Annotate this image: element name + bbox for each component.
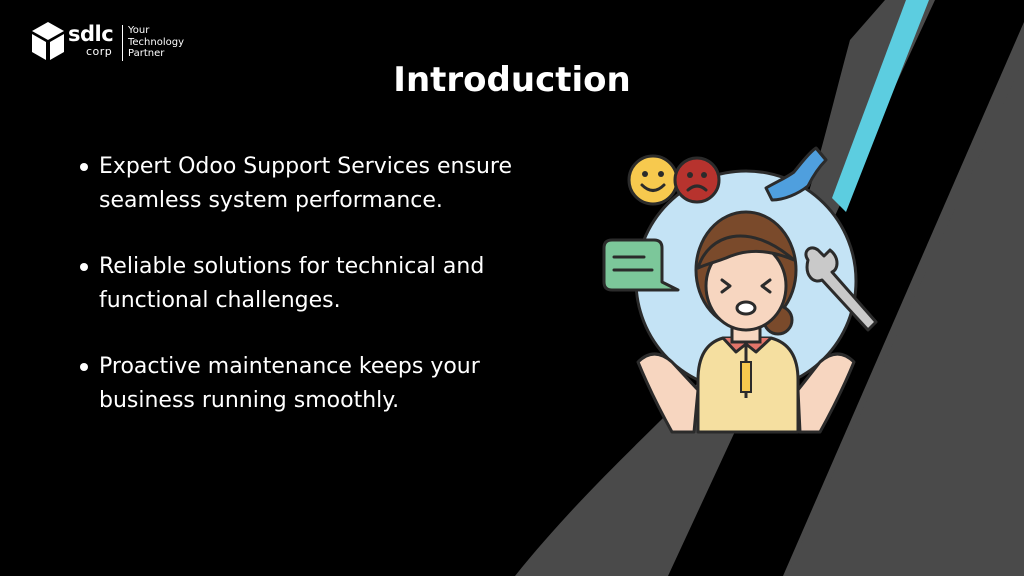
bullet-item: Proactive maintenance keeps your busines…: [76, 350, 536, 418]
logo-tagline-line: Your: [128, 25, 150, 36]
logo-wordmark: sdlc: [68, 22, 114, 46]
support-agent-illustration: [602, 146, 878, 434]
logo-tagline-line: Technology: [128, 36, 185, 48]
logo-tagline: Your Technology Partner: [128, 25, 184, 60]
slide-title: Introduction: [393, 60, 631, 100]
sad-face-icon: [673, 156, 721, 204]
cube-logo-icon: [32, 22, 64, 60]
cyan-stripe: [832, 0, 929, 212]
phone-icon: [764, 146, 828, 202]
woman-agent-figure: [636, 210, 856, 434]
company-logo: sdlc corp Your Technology Partner: [30, 20, 200, 64]
gray-right-stripe: [786, 59, 1024, 576]
bullet-list: Expert Odoo Support Services ensure seam…: [76, 150, 536, 450]
wrench-icon: [804, 246, 878, 332]
logo-divider: [122, 25, 123, 61]
bullet-item: Reliable solutions for technical and fun…: [76, 250, 536, 318]
chat-bubble-icon: [602, 238, 680, 292]
happy-face-icon: [627, 154, 679, 206]
logo-tagline-line: Partner: [128, 48, 165, 59]
bullet-item: Expert Odoo Support Services ensure seam…: [76, 150, 536, 218]
logo-subtext: corp: [86, 45, 113, 58]
